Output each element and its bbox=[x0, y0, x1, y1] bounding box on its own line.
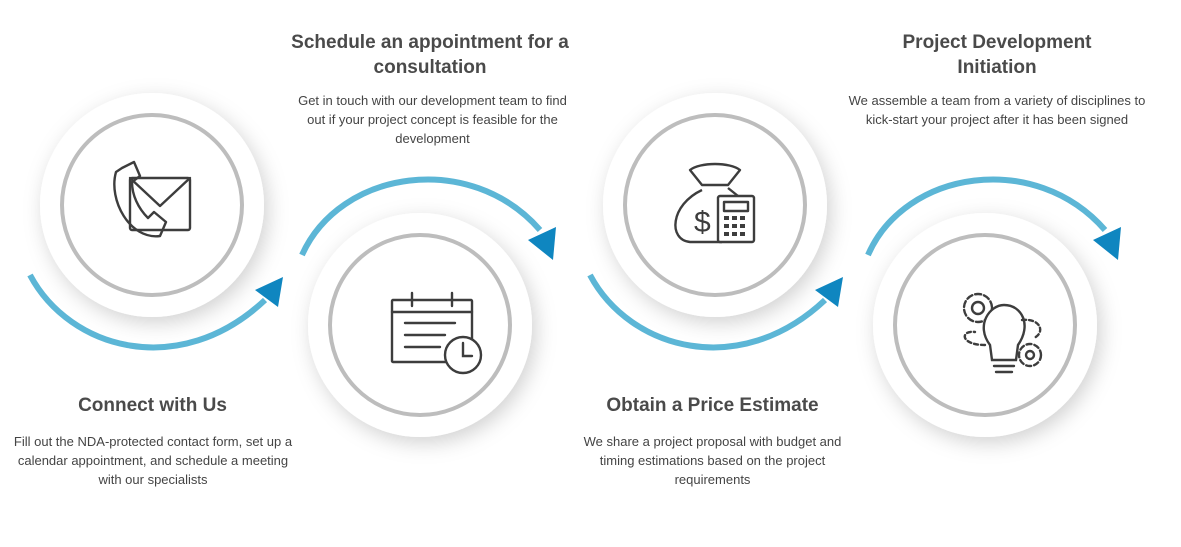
step-1-description: Fill out the NDA-protected contact form,… bbox=[13, 434, 293, 487]
arrow-3-to-4 bbox=[587, 273, 843, 351]
step-2-title: Schedule an appointment for a consultati… bbox=[291, 32, 569, 78]
step-3-description: We share a project proposal with budget … bbox=[583, 434, 842, 487]
step-4-title: Project Development Initiation bbox=[902, 32, 1092, 78]
step-2-circle bbox=[308, 213, 532, 437]
step-1-circle bbox=[40, 93, 264, 317]
phone-envelope-icon bbox=[113, 160, 192, 238]
money-bag-calculator-icon: $ bbox=[674, 162, 756, 244]
step-3-title: Obtain a Price Estimate bbox=[606, 395, 819, 416]
step-2-description: Get in touch with our development team t… bbox=[298, 93, 567, 146]
arrow-2-to-3 bbox=[299, 176, 556, 260]
step-4-description: We assemble a team from a variety of dis… bbox=[848, 93, 1146, 127]
calendar-clock-icon bbox=[390, 291, 483, 375]
step-3-circle bbox=[603, 93, 827, 317]
arrow-1-to-2 bbox=[27, 273, 283, 351]
arrow-4-end bbox=[865, 176, 1121, 260]
gears-lightbulb-icon bbox=[962, 292, 1043, 374]
svg-text:$: $ bbox=[694, 206, 711, 239]
step-1-title: Connect with Us bbox=[78, 395, 227, 416]
